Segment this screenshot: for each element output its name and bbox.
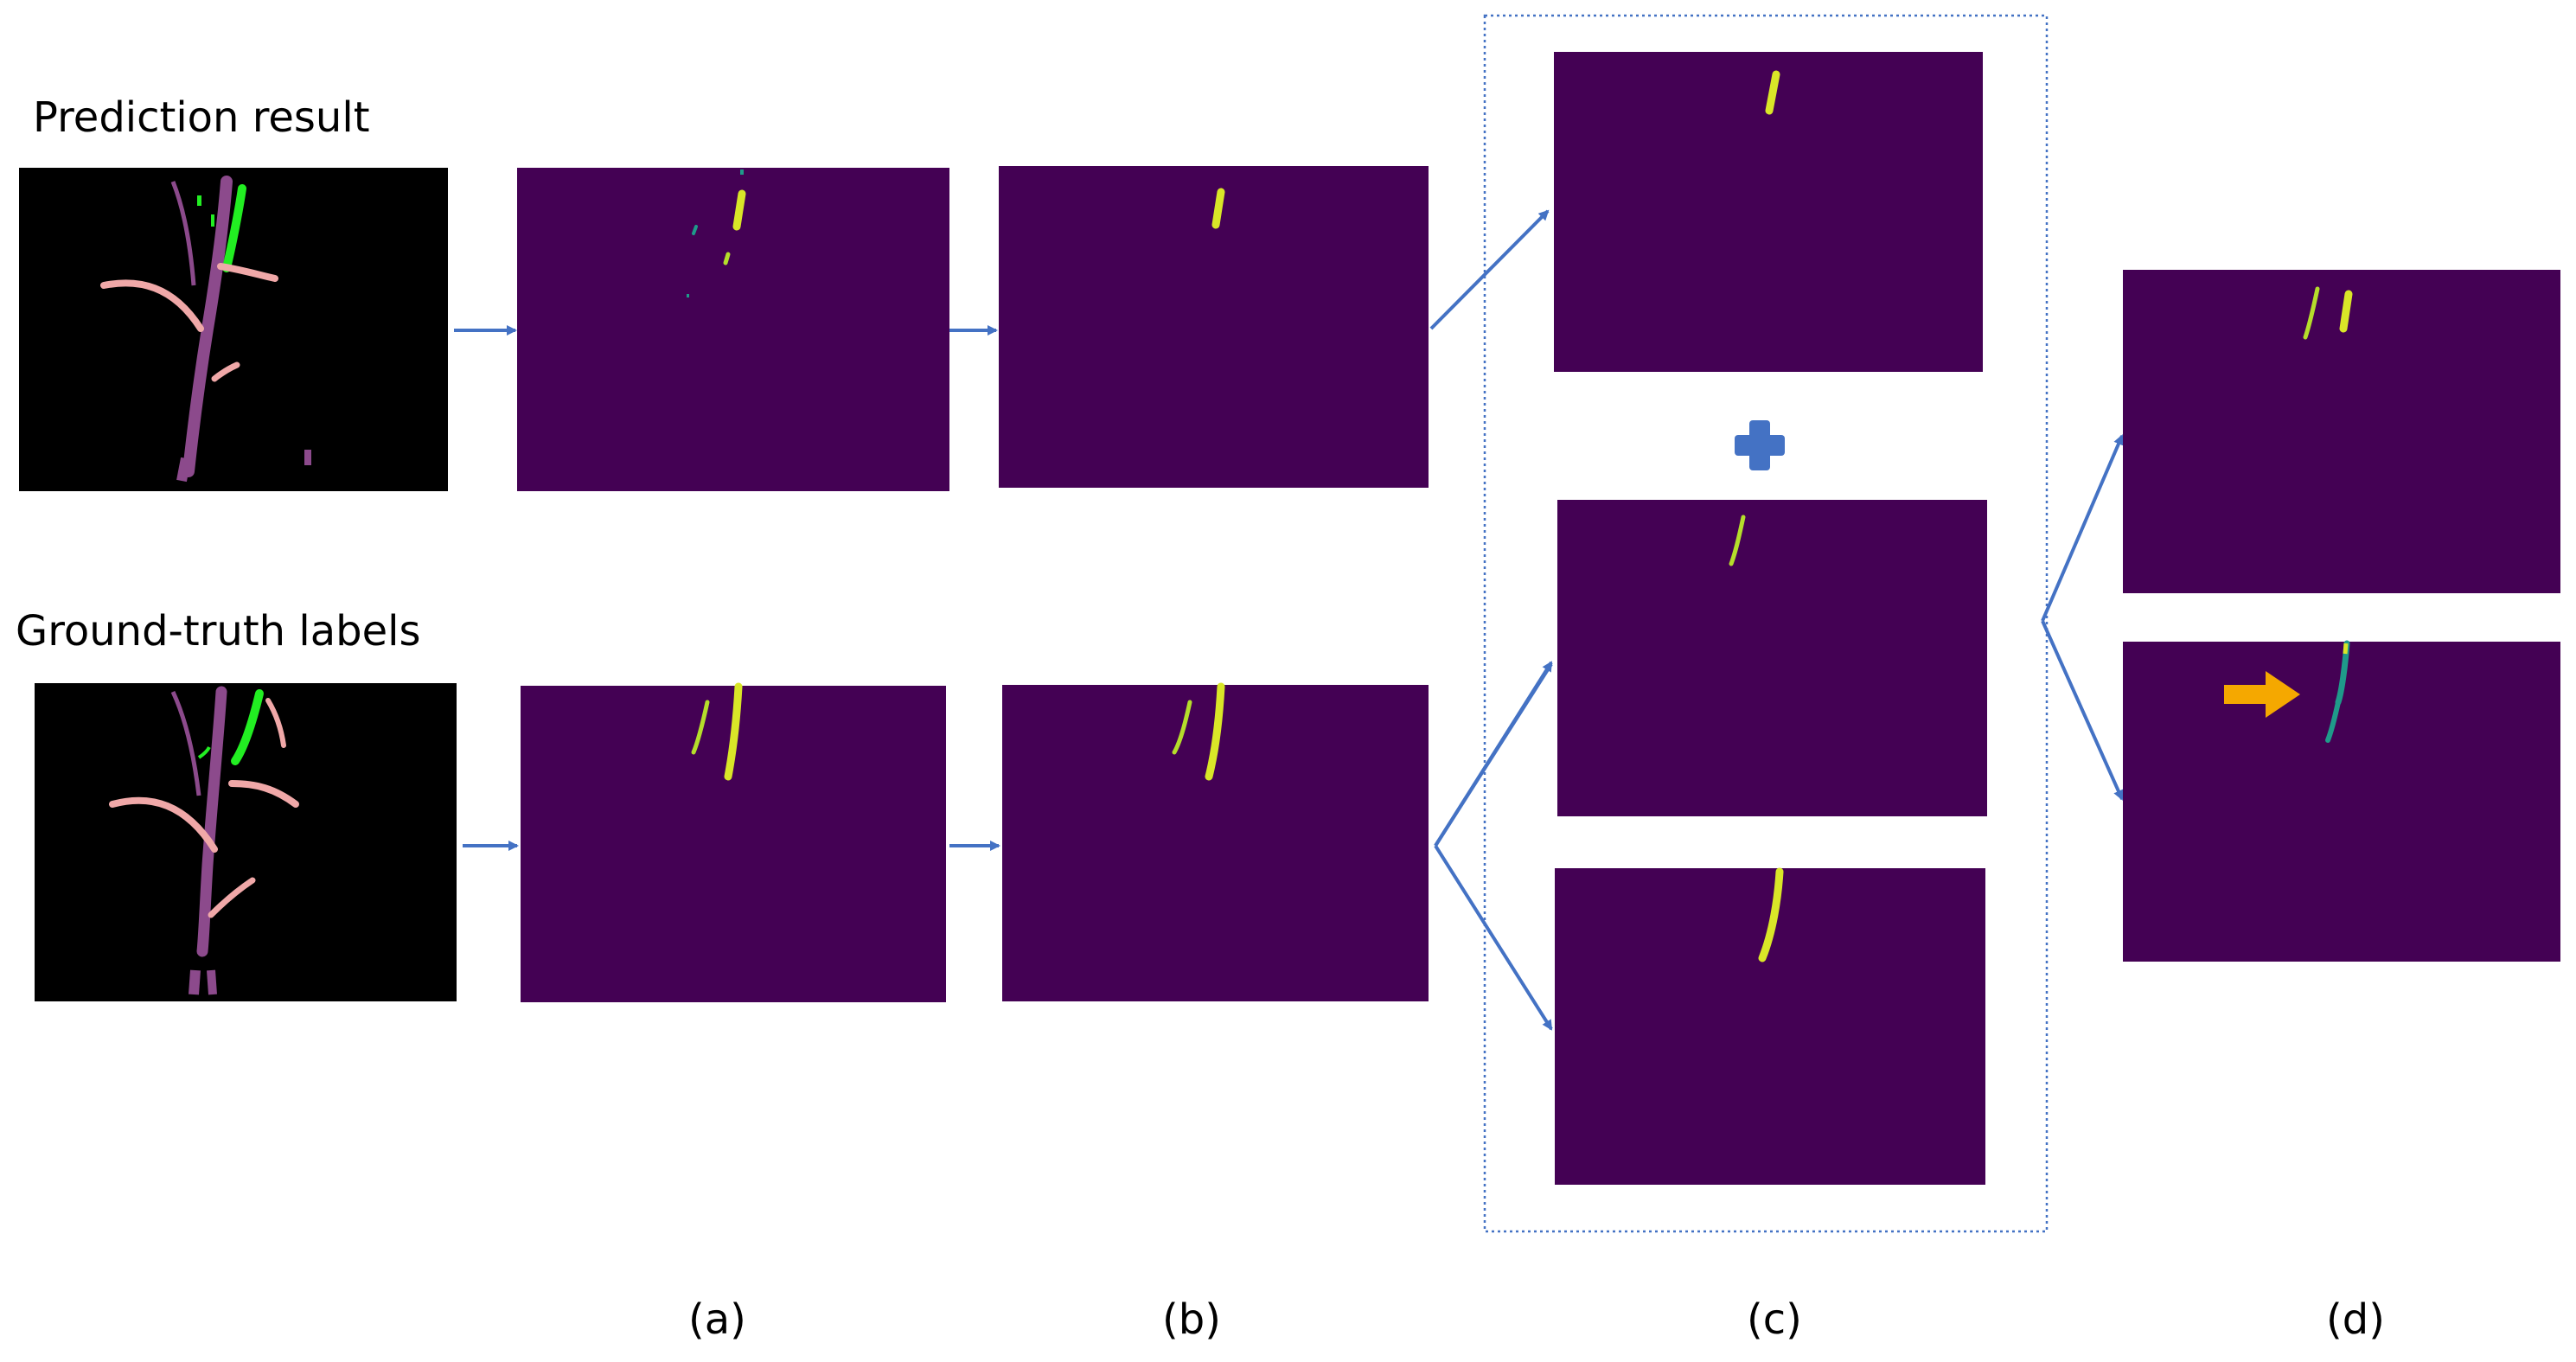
highlight-arrow-icon xyxy=(2224,671,2300,718)
ground-truth-labels-label: Ground-truth labels xyxy=(16,607,421,655)
panel-c-bottom xyxy=(1555,867,1985,1185)
prediction-result-label: Prediction result xyxy=(33,93,370,142)
panel-c-middle xyxy=(1557,500,1987,816)
panel-b-bottom xyxy=(1002,682,1429,1001)
column-label-a: (a) xyxy=(688,1295,746,1344)
panel-d-top xyxy=(2123,270,2560,593)
flow-arrow-icon xyxy=(1429,209,1550,330)
panel-a-bottom xyxy=(521,682,946,1002)
flow-arrow-icon xyxy=(1434,661,1553,847)
group-c-dotted-box xyxy=(1483,14,2049,1233)
panel-d-bottom xyxy=(2123,640,2560,962)
column-label-b: (b) xyxy=(1162,1295,1221,1344)
column-label-c: (c) xyxy=(1747,1295,1802,1344)
ground-truth-photo xyxy=(35,683,457,1001)
plus-icon xyxy=(1735,420,1785,470)
panel-c-top xyxy=(1554,52,1983,372)
prediction-photo xyxy=(19,168,448,491)
panel-a-top xyxy=(517,168,949,491)
flow-arrow-icon xyxy=(2041,620,2124,801)
flow-arrow-icon xyxy=(1434,844,1553,1031)
flow-arrow-icon xyxy=(2041,434,2124,622)
column-label-d: (d) xyxy=(2326,1295,2385,1344)
panel-b-top xyxy=(999,166,1429,488)
